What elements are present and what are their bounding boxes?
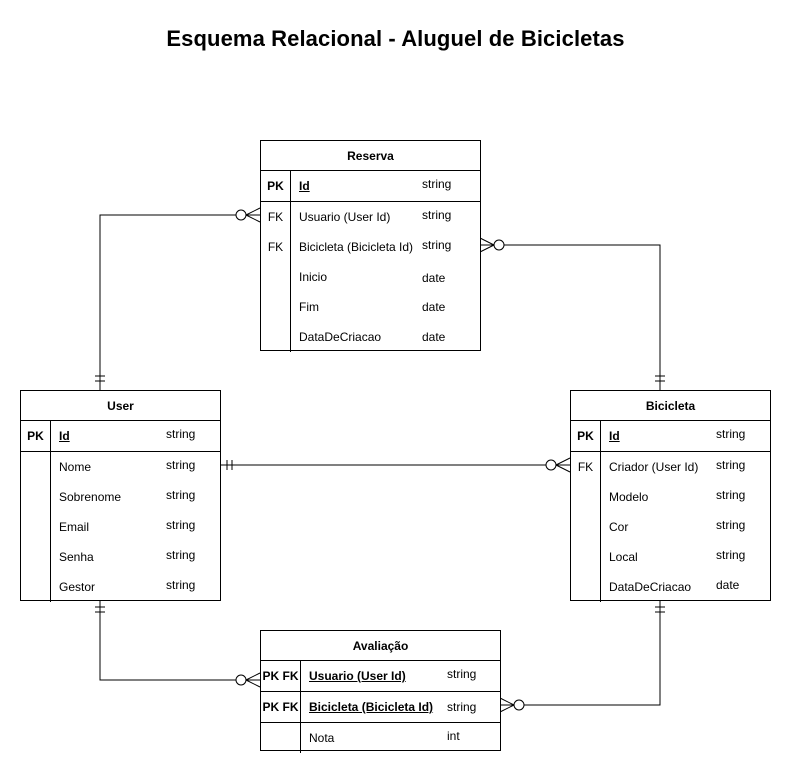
key-badge: PK FK bbox=[262, 669, 299, 683]
field-type: date bbox=[716, 578, 740, 592]
field-name: Bicicleta (Bicicleta Id) bbox=[309, 700, 434, 714]
field-name: Inicio bbox=[299, 270, 328, 284]
key-badge bbox=[571, 512, 600, 542]
connector-user-bicicleta bbox=[220, 457, 571, 473]
table-row[interactable]: Cor string bbox=[571, 512, 770, 542]
key-badge bbox=[261, 292, 290, 322]
entity-avaliacao[interactable]: Avaliação PK FK Usuario (User Id) string… bbox=[260, 630, 501, 753]
key-badge bbox=[21, 542, 50, 572]
connector-bicicleta-avaliacao bbox=[499, 600, 665, 713]
entity-header: Reserva bbox=[261, 141, 480, 171]
key-badge bbox=[21, 572, 50, 602]
key-badge: PK bbox=[27, 429, 44, 443]
entity-bicicleta[interactable]: Bicicleta PK Id string FK Criador (User … bbox=[570, 390, 771, 602]
field-name: Senha bbox=[59, 550, 94, 564]
field-type: string bbox=[166, 548, 196, 562]
field-name: Nome bbox=[59, 460, 92, 474]
field-type: string bbox=[716, 548, 746, 562]
key-badge: FK bbox=[577, 460, 594, 474]
table-row[interactable]: Modelo string bbox=[571, 482, 770, 512]
field-name: Bicicleta (Bicicleta Id) bbox=[299, 240, 414, 254]
field-type: string bbox=[166, 427, 196, 441]
field-type: date bbox=[422, 300, 446, 314]
table-row[interactable]: Nota int bbox=[261, 723, 500, 753]
connector-user-avaliacao bbox=[95, 600, 261, 688]
field-type: string bbox=[166, 488, 196, 502]
field-type: string bbox=[166, 458, 196, 472]
field-type: string bbox=[422, 238, 452, 252]
key-badge: PK bbox=[267, 179, 284, 193]
key-badge: PK FK bbox=[262, 700, 299, 714]
field-type: string bbox=[166, 518, 196, 532]
table-row[interactable]: Email string bbox=[21, 512, 220, 542]
field-name: Usuario (User Id) bbox=[309, 669, 406, 683]
field-name: DataDeCriacao bbox=[299, 330, 382, 344]
field-name: Criador (User Id) bbox=[609, 460, 699, 474]
table-row[interactable]: DataDeCriacao date bbox=[261, 322, 480, 352]
table-row[interactable]: Inicio date bbox=[261, 262, 480, 292]
table-row[interactable]: FK Bicicleta (Bicicleta Id) string bbox=[261, 232, 480, 262]
field-name: Id bbox=[299, 179, 310, 193]
key-badge: FK bbox=[267, 210, 284, 224]
field-type: date bbox=[422, 330, 446, 344]
field-name: Id bbox=[609, 429, 620, 443]
table-row[interactable]: PK FK Bicicleta (Bicicleta Id) string bbox=[261, 692, 500, 722]
field-type: date bbox=[422, 271, 446, 285]
field-type: int bbox=[447, 729, 460, 743]
table-row[interactable]: FK Criador (User Id) string bbox=[571, 452, 770, 482]
table-row[interactable]: Gestor string bbox=[21, 572, 220, 602]
field-type: string bbox=[716, 518, 746, 532]
table-row[interactable]: Sobrenome string bbox=[21, 482, 220, 512]
table-row[interactable]: Local string bbox=[571, 542, 770, 572]
table-row[interactable]: PK Id string bbox=[571, 421, 770, 451]
key-badge bbox=[21, 512, 50, 542]
field-type: string bbox=[447, 667, 477, 681]
field-name: Modelo bbox=[609, 490, 649, 504]
field-name: Id bbox=[59, 429, 70, 443]
field-name: Sobrenome bbox=[59, 490, 122, 504]
entity-user[interactable]: User PK Id string Nome string Sobrenome … bbox=[20, 390, 221, 602]
table-row[interactable]: Fim date bbox=[261, 292, 480, 322]
key-badge bbox=[571, 542, 600, 572]
key-badge bbox=[571, 572, 600, 602]
entity-header: User bbox=[21, 391, 220, 421]
field-type: string bbox=[447, 700, 477, 714]
field-type: string bbox=[166, 578, 196, 592]
field-name: DataDeCriacao bbox=[609, 580, 692, 594]
field-type: string bbox=[716, 488, 746, 502]
key-badge bbox=[261, 262, 290, 292]
field-type: string bbox=[422, 177, 452, 191]
key-badge bbox=[21, 482, 50, 512]
diagram-title: Esquema Relacional - Aluguel de Biciclet… bbox=[166, 26, 625, 51]
field-name: Email bbox=[59, 520, 90, 534]
table-row[interactable]: PK FK Usuario (User Id) string bbox=[261, 661, 500, 691]
entity-reserva[interactable]: Reserva PK Id string FK Usuario (User Id… bbox=[260, 140, 481, 352]
entity-header: Avaliação bbox=[261, 631, 500, 661]
key-badge bbox=[261, 723, 300, 753]
table-row[interactable]: DataDeCriacao date bbox=[571, 572, 770, 602]
connector-bicicleta-reserva bbox=[479, 237, 665, 390]
key-badge bbox=[261, 322, 290, 352]
key-badge: PK bbox=[577, 429, 594, 443]
table-row[interactable]: PK Id string bbox=[261, 171, 480, 201]
field-name: Nota bbox=[309, 731, 335, 745]
field-type: string bbox=[422, 208, 452, 222]
connector-user-reserva bbox=[95, 207, 261, 390]
key-badge: FK bbox=[267, 240, 284, 254]
field-name: Cor bbox=[609, 520, 629, 534]
field-name: Gestor bbox=[59, 580, 96, 594]
field-name: Local bbox=[609, 550, 638, 564]
table-row[interactable]: Senha string bbox=[21, 542, 220, 572]
field-name: Usuario (User Id) bbox=[299, 210, 391, 224]
entity-header: Bicicleta bbox=[571, 391, 770, 421]
table-row[interactable]: Nome string bbox=[21, 452, 220, 482]
key-badge bbox=[571, 482, 600, 512]
key-badge bbox=[21, 452, 50, 482]
table-row[interactable]: PK Id string bbox=[21, 421, 220, 451]
field-type: string bbox=[716, 427, 746, 441]
field-name: Fim bbox=[299, 300, 319, 314]
table-row[interactable]: FK Usuario (User Id) string bbox=[261, 202, 480, 232]
field-type: string bbox=[716, 458, 746, 472]
